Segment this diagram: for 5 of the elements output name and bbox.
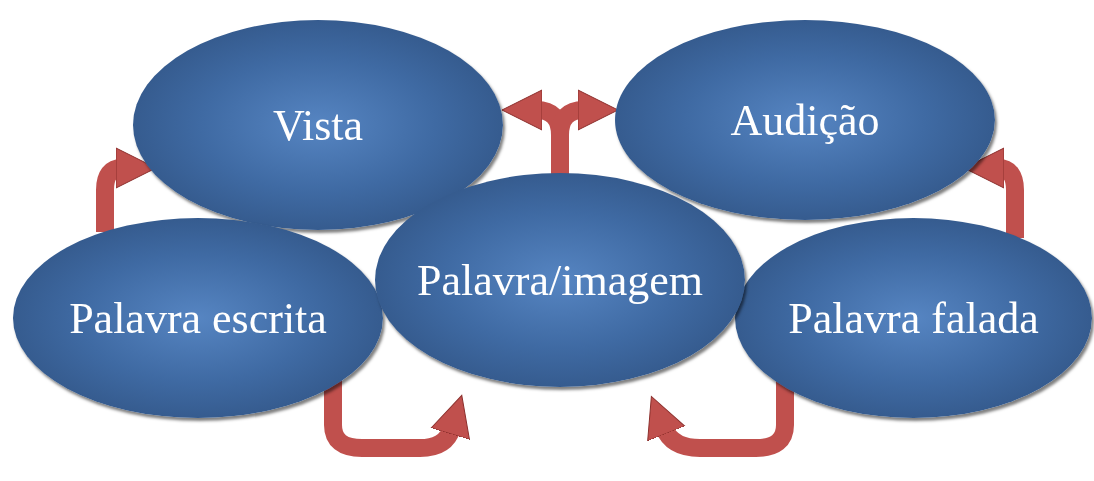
- node-label: Palavra falada: [788, 292, 1039, 344]
- node-label: Vista: [272, 99, 364, 151]
- node-label: Audição: [730, 94, 880, 146]
- node-label: Palavra/imagem: [417, 254, 703, 306]
- node-label: Palavra escrita: [69, 292, 327, 344]
